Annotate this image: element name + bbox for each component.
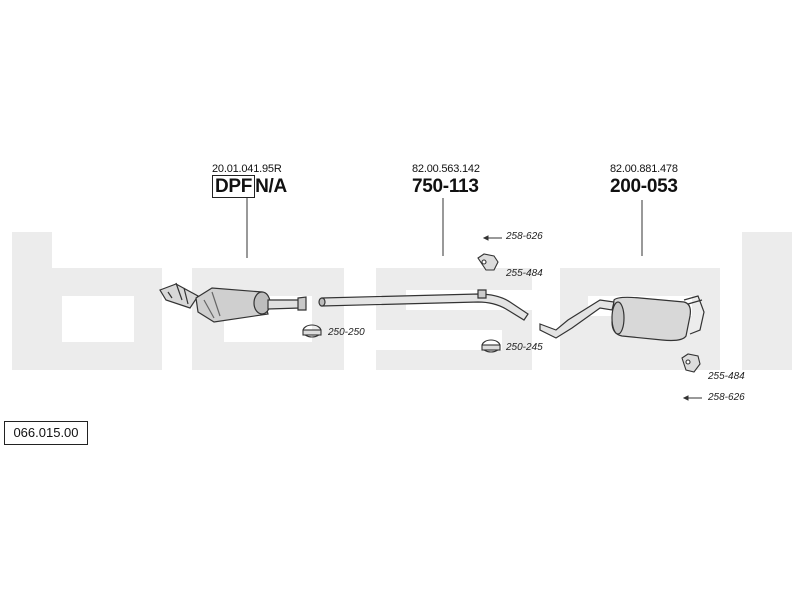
oem-ref-3: 82.00.881.478 — [610, 163, 678, 175]
fitting-label: 255-484 — [708, 371, 745, 382]
intermediate-pipe — [318, 289, 529, 321]
part-number-2: 750-113 — [412, 176, 479, 197]
fitting-label: 258-626 — [708, 392, 745, 403]
oem-ref-2: 82.00.563.142 — [412, 163, 480, 175]
fitting-label: 255-484 — [506, 268, 543, 279]
rear-muffler — [539, 295, 705, 342]
oem-ref-1: 20.01.041.95R — [212, 163, 282, 175]
fitting-label: 258-626 — [506, 231, 543, 242]
fitting-icons — [302, 253, 701, 373]
diagram-code: 066.015.00 — [4, 421, 88, 445]
dpf-unit — [159, 282, 307, 323]
leader-lines — [246, 198, 643, 258]
fitting-label: 250-250 — [328, 327, 365, 338]
fitting-label: 250-245 — [506, 342, 543, 353]
part-number-1: N/A — [255, 176, 287, 197]
bolt-icons — [482, 235, 702, 401]
part-number-3: 200-053 — [610, 176, 678, 197]
dpf-tag: DPF — [212, 175, 256, 198]
